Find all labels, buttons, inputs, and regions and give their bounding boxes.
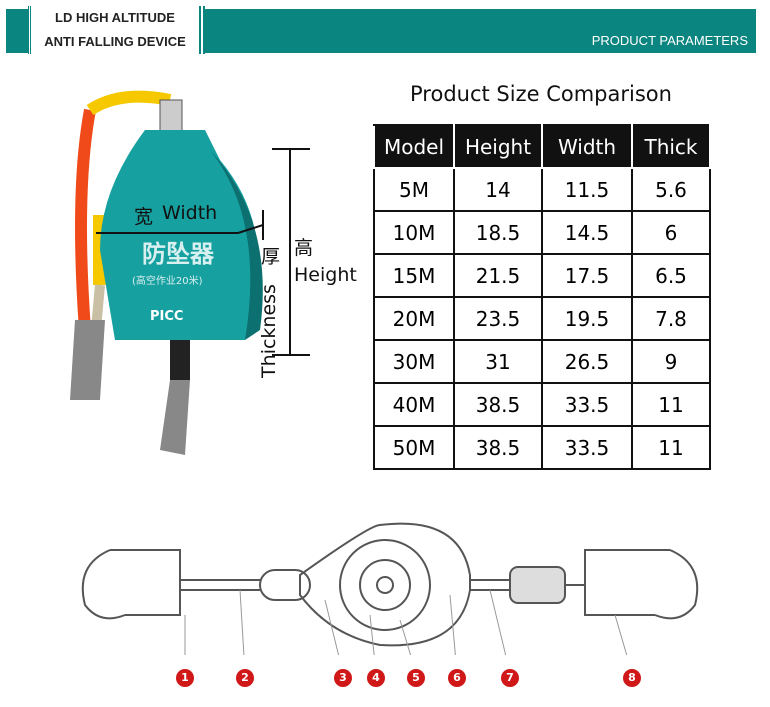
- part-number-badge: 4: [367, 669, 385, 687]
- part-number-badge: 1: [176, 669, 194, 687]
- cell-model: 40M: [373, 382, 455, 427]
- device-sub: (高空作业20米): [132, 274, 203, 287]
- cell-thick: 5.6: [631, 167, 711, 212]
- col-model: Model: [373, 124, 455, 169]
- cell-width: 26.5: [541, 339, 633, 384]
- section-title: PRODUCT PARAMETERS: [591, 33, 748, 48]
- structure-diagram: [81, 522, 699, 655]
- cell-model: 15M: [373, 253, 455, 298]
- width-cn-label: 宽: [134, 206, 154, 228]
- cell-model: 50M: [373, 425, 455, 470]
- cell-model: 30M: [373, 339, 455, 384]
- brand-line-2: ANTI FALLING DEVICE: [44, 34, 186, 49]
- width-label: Width: [162, 202, 218, 224]
- fall-arrester-image: 防坠器 (高空作业20米) PICC: [70, 90, 264, 455]
- part-number-badge: 8: [623, 669, 641, 687]
- col-width: Width: [541, 124, 633, 169]
- height-tick-bottom: [272, 354, 310, 356]
- cell-thick: 11: [631, 425, 711, 470]
- cell-model: 5M: [373, 167, 455, 212]
- cell-model: 20M: [373, 296, 455, 341]
- cell-thick: 9: [631, 339, 711, 384]
- cell-width: 14.5: [541, 210, 633, 255]
- cell-thick: 7.8: [631, 296, 711, 341]
- cell-width: 11.5: [541, 167, 633, 212]
- thickness-label: Thickness: [257, 284, 280, 378]
- part-number-badge: 5: [407, 669, 425, 687]
- cell-thick: 6: [631, 210, 711, 255]
- table-header-row: Model Height Width Thick: [373, 124, 711, 169]
- col-height: Height: [453, 124, 543, 169]
- part-number-badge: 6: [448, 669, 466, 687]
- cell-height: 14: [453, 167, 543, 212]
- height-cn-label: 高: [294, 237, 314, 259]
- cell-height: 31: [453, 339, 543, 384]
- cell-width: 17.5: [541, 253, 633, 298]
- height-label: Height: [294, 264, 357, 286]
- height-tick-top: [272, 148, 310, 150]
- cell-height: 23.5: [453, 296, 543, 341]
- cell-width: 33.5: [541, 425, 633, 470]
- part-number-badge: 3: [334, 669, 352, 687]
- cell-height: 38.5: [453, 425, 543, 470]
- cell-height: 18.5: [453, 210, 543, 255]
- cell-height: 38.5: [453, 382, 543, 427]
- part-number-badge: 2: [236, 669, 254, 687]
- cell-model: 10M: [373, 210, 455, 255]
- height-dimension-line: [289, 148, 291, 355]
- brand-line-1: LD HIGH ALTITUDE: [55, 10, 175, 25]
- cell-thick: 6.5: [631, 253, 711, 298]
- cell-thick: 11: [631, 382, 711, 427]
- device-brand: PICC: [150, 309, 183, 324]
- part-number-badge: 7: [501, 669, 519, 687]
- table-title: Product Size Comparison: [410, 82, 672, 106]
- col-thick: Thick: [631, 124, 711, 169]
- cell-height: 21.5: [453, 253, 543, 298]
- device-label: 防坠器: [142, 240, 215, 268]
- thickness-cn-label: 厚: [261, 246, 281, 268]
- cell-width: 19.5: [541, 296, 633, 341]
- brand-box: LD HIGH ALTITUDE ANTI FALLING DEVICE: [28, 6, 205, 54]
- cell-width: 33.5: [541, 382, 633, 427]
